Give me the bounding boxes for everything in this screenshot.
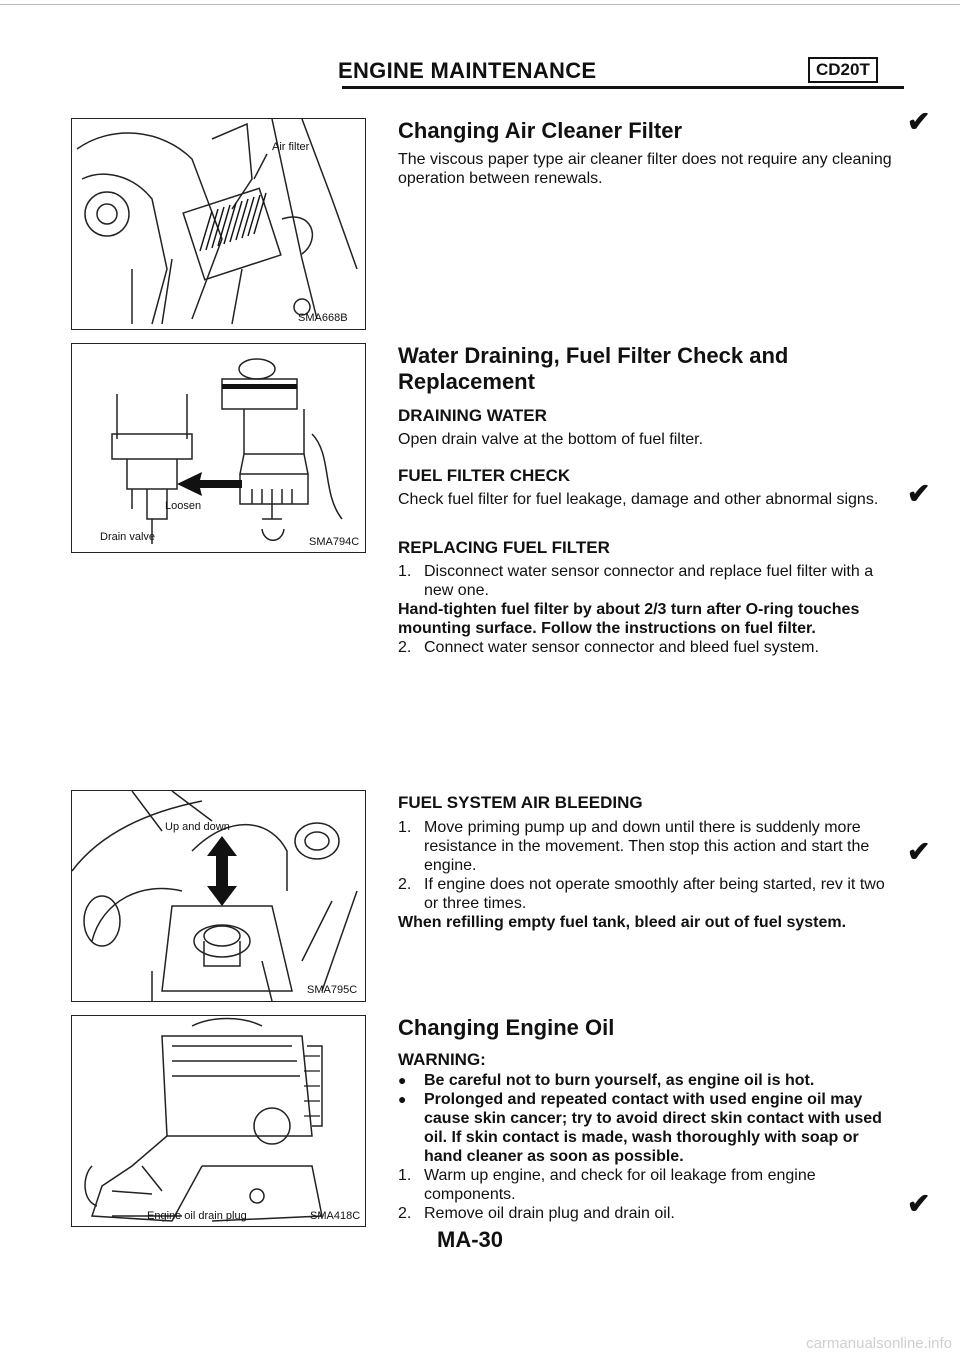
engine-code-badge: CD20T <box>808 57 878 83</box>
air-filter-section: Changing Air Cleaner Filter The viscous … <box>398 118 898 188</box>
step-text: If engine does not operate smoothly afte… <box>424 876 885 912</box>
bullet-icon: ● <box>398 1072 407 1088</box>
warning-bullet-2: ● Prolonged and repeated contact with us… <box>398 1090 888 1166</box>
step-number: 2. <box>398 639 412 656</box>
step-text: Disconnect water sensor connector and re… <box>424 563 874 599</box>
oil-drain-plug-label: Engine oil drain plug <box>147 1210 247 1222</box>
engine-oil-section: Changing Engine Oil WARNING: ● Be carefu… <box>398 1015 888 1223</box>
engine-oil-heading: Changing Engine Oil <box>398 1015 615 1040</box>
air-bleeding-section: FUEL SYSTEM AIR BLEEDING 1. Move priming… <box>398 792 888 932</box>
check-mark-icon: ✔ <box>907 106 931 137</box>
bleed-step-2: 2. If engine does not operate smoothly a… <box>398 875 888 913</box>
priming-pump-illustration <box>72 791 358 1001</box>
fuel-filter-heading: Water Draining, Fuel Filter Check and Re… <box>398 343 789 394</box>
air-filter-text: The viscous paper type air cleaner filte… <box>398 151 892 187</box>
step-number: 2. <box>398 876 412 893</box>
figure-code: SMA795C <box>307 984 358 996</box>
fuel-filter-check-text: Check fuel filter for fuel leakage, dama… <box>398 491 879 508</box>
step-text: Remove oil drain plug and drain oil. <box>424 1205 675 1222</box>
step-text: Connect water sensor connector and bleed… <box>424 639 819 656</box>
figure-fuel-filter: Loosen Drain valve SMA794C <box>71 343 366 553</box>
check-mark-icon: ✔ <box>907 1188 931 1219</box>
warning-label: WARNING: <box>398 1050 486 1069</box>
warning-bullet-1: ● Be careful not to burn yourself, as en… <box>398 1071 888 1090</box>
page-number: MA-30 <box>437 1227 504 1252</box>
oil-step-2: 2. Remove oil drain plug and drain oil. <box>398 1204 888 1223</box>
header-rule <box>342 86 904 89</box>
watermark: carmanualsonline.info <box>806 1335 952 1352</box>
up-and-down-label: Up and down <box>165 821 230 833</box>
drain-valve-label: Drain valve <box>100 531 156 543</box>
loosen-label: Loosen <box>165 500 202 512</box>
bleed-step-1: 1. Move priming pump up and down until t… <box>398 818 888 875</box>
bullet-icon: ● <box>398 1091 407 1107</box>
replace-bold-note: Hand-tighten fuel filter by about 2/3 tu… <box>398 601 860 637</box>
warning-text: Prolonged and repeated contact with used… <box>424 1091 882 1165</box>
fuel-filter-section: Water Draining, Fuel Filter Check and Re… <box>398 343 898 657</box>
air-filter-label: Air filter <box>272 141 310 153</box>
figure-priming-pump: Up and down SMA795C <box>71 790 366 1002</box>
replace-step-1: 1. Disconnect water sensor connector and… <box>398 562 898 600</box>
fuel-filter-illustration <box>111 358 343 544</box>
step-number: 1. <box>398 1167 412 1184</box>
figure-air-filter: Air filter SMA668B <box>71 118 366 330</box>
bleed-bold-note: When refilling empty fuel tank, bleed ai… <box>398 914 847 931</box>
draining-water-heading: DRAINING WATER <box>398 406 547 425</box>
warning-text: Be careful not to burn yourself, as engi… <box>424 1072 815 1089</box>
draining-water-text: Open drain valve at the bottom of fuel f… <box>398 431 704 448</box>
check-mark-icon: ✔ <box>907 478 931 509</box>
top-rule <box>0 4 960 5</box>
figure-code: SMA794C <box>309 536 360 548</box>
replacing-fuel-filter-heading: REPLACING FUEL FILTER <box>398 538 610 557</box>
figure-code: SMA668B <box>298 312 348 324</box>
oil-drain-illustration <box>84 1017 323 1222</box>
air-bleeding-heading: FUEL SYSTEM AIR BLEEDING <box>398 793 643 812</box>
check-mark-icon: ✔ <box>907 836 931 867</box>
step-number: 1. <box>398 819 412 836</box>
fuel-filter-check-heading: FUEL FILTER CHECK <box>398 466 571 485</box>
replace-step-2: 2. Connect water sensor connector and bl… <box>398 638 898 657</box>
step-number: 2. <box>398 1205 412 1222</box>
page-title: ENGINE MAINTENANCE <box>338 58 597 83</box>
oil-step-1: 1. Warm up engine, and check for oil lea… <box>398 1166 888 1204</box>
step-text: Move priming pump up and down until ther… <box>424 819 870 874</box>
step-text: Warm up engine, and check for oil leakag… <box>424 1167 816 1203</box>
air-filter-illustration <box>76 119 358 325</box>
figure-code: SMA418C <box>310 1210 361 1222</box>
step-number: 1. <box>398 563 412 580</box>
air-filter-heading: Changing Air Cleaner Filter <box>398 118 683 143</box>
figure-oil-drain: Engine oil drain plug SMA418C <box>71 1015 366 1227</box>
